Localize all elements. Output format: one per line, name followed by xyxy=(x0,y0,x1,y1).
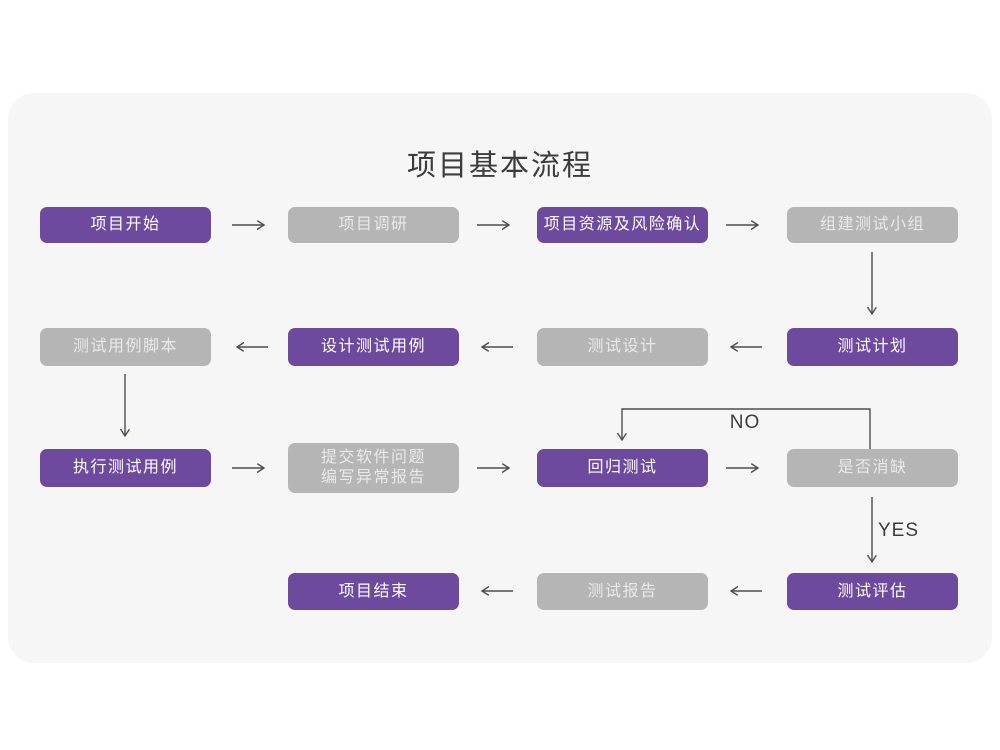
node-project-research: 项目调研 xyxy=(288,207,459,243)
node-label: 设计测试用例 xyxy=(320,338,426,355)
node-label: 项目资源及风险确认 xyxy=(543,216,702,233)
node-regression-test: 回归测试 xyxy=(537,449,708,487)
node-submit-issue-report: 提交软件问题 编写异常报告 xyxy=(288,443,459,493)
node-design-test-case: 设计测试用例 xyxy=(288,328,459,366)
node-label-line1: 提交软件问题 xyxy=(320,449,426,466)
node-label: 测试计划 xyxy=(837,338,908,355)
node-label: 是否消缺 xyxy=(837,459,908,476)
node-label: 项目开始 xyxy=(90,216,161,233)
node-project-end: 项目结束 xyxy=(288,573,459,610)
node-test-case-script: 测试用例脚本 xyxy=(40,328,211,366)
node-test-design: 测试设计 xyxy=(537,328,708,366)
node-defect-resolved: 是否消缺 xyxy=(787,449,958,487)
node-label: 组建测试小组 xyxy=(819,216,925,233)
node-label: 项目调研 xyxy=(338,216,409,233)
node-label: 测试设计 xyxy=(587,338,658,355)
node-test-report: 测试报告 xyxy=(537,573,708,610)
node-label: 测试报告 xyxy=(587,582,658,600)
node-build-test-team: 组建测试小组 xyxy=(787,207,958,243)
node-label: 测试评估 xyxy=(837,582,908,600)
node-label: 项目结束 xyxy=(338,582,409,600)
edge-label-yes: YES xyxy=(878,520,920,541)
node-label: 回归测试 xyxy=(587,459,658,476)
node-label: 执行测试用例 xyxy=(72,459,178,476)
edge-label-no: NO xyxy=(729,412,761,433)
node-label: 测试用例脚本 xyxy=(72,338,178,355)
node-execute-test-case: 执行测试用例 xyxy=(40,449,211,487)
node-test-evaluation: 测试评估 xyxy=(787,573,958,610)
page-title: 项目基本流程 xyxy=(406,150,593,182)
flowchart-card xyxy=(8,93,992,663)
node-project-resources-risk: 项目资源及风险确认 xyxy=(537,207,708,243)
node-label-line2: 编写异常报告 xyxy=(320,469,426,486)
node-project-start: 项目开始 xyxy=(40,207,211,243)
node-test-plan: 测试计划 xyxy=(787,328,958,366)
